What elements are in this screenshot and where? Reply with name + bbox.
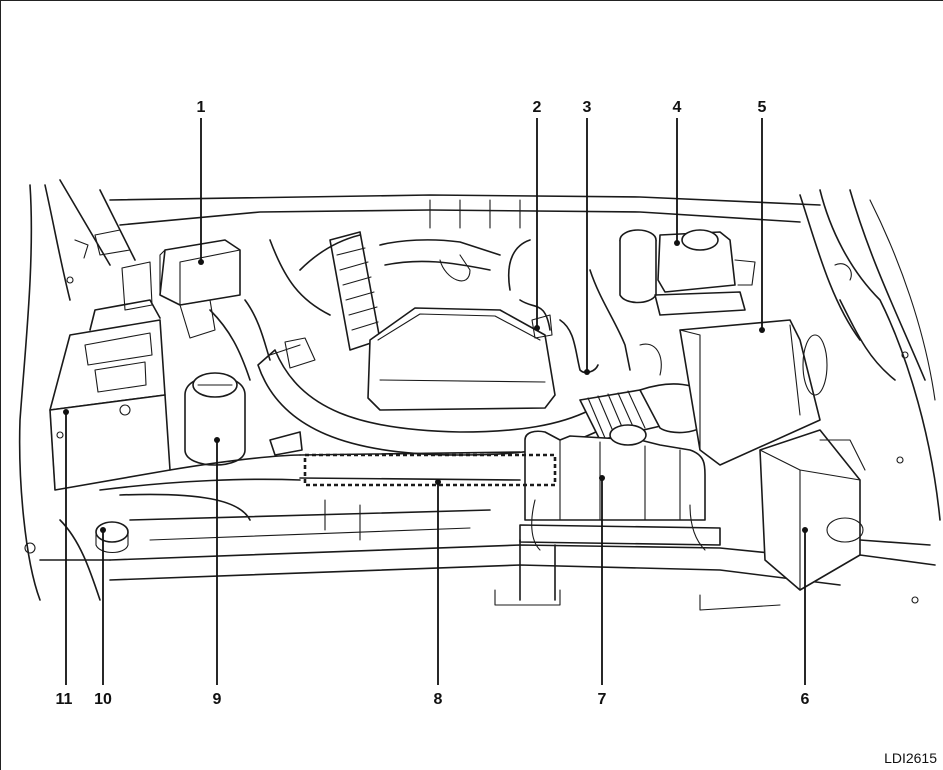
callout-1: 1 xyxy=(197,99,206,116)
callout-10: 10 xyxy=(94,691,112,708)
callout-6: 6 xyxy=(801,691,810,708)
callout-5: 5 xyxy=(758,99,767,116)
callout-2: 2 xyxy=(533,99,542,116)
figure-id-label: LDI2615 xyxy=(884,750,937,766)
engine-line-art xyxy=(18,179,941,611)
callout-9: 9 xyxy=(213,691,222,708)
callout-4: 4 xyxy=(673,99,682,116)
callout-11: 11 xyxy=(56,691,73,708)
callout-3: 3 xyxy=(583,99,592,116)
callout-8: 8 xyxy=(434,691,443,708)
leader-lines xyxy=(63,118,808,685)
callout-numbers: 1 2 3 4 5 6 7 8 9 10 11 xyxy=(56,99,810,708)
callout-7: 7 xyxy=(598,691,607,708)
